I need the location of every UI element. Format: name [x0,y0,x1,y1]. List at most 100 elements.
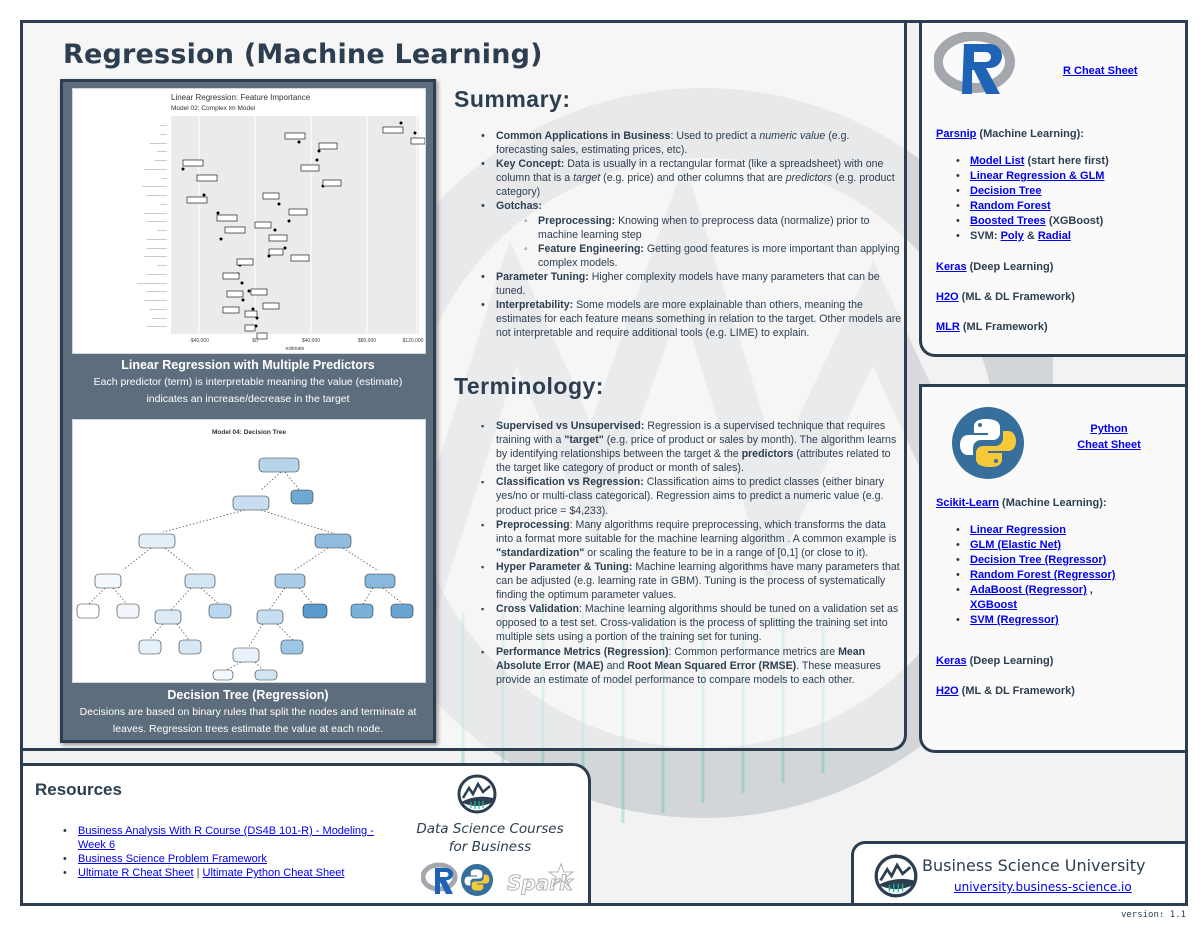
terminology-item: Performance Metrics (Regression): Common… [478,645,903,687]
terminology-item: Cross Validation: Machine learning algor… [478,602,903,644]
svm-radial-link[interactable]: Radial [1037,230,1071,242]
svg-text:Spark: Spark [507,871,574,895]
r-cheat-sheet-link[interactable]: R Cheat Sheet [1063,65,1138,77]
h2o-link-python[interactable]: H2O [936,685,959,697]
ultimate-r-cheat-sheet-link[interactable]: Ultimate R Cheat Sheet [78,867,194,879]
summary-item: Key Concept: Data is usually in a rectan… [478,157,903,199]
terminology-item: Supervised vs Unsupervised: Regression i… [478,419,903,475]
decision-tree-chart: Model 04: Decision Tree [72,419,426,683]
parsnip-item: Boosted Trees (XGBoost) [956,214,1109,229]
linear-regression-glm-link[interactable]: Linear Regression & GLM [970,170,1105,182]
summary-item: Parameter Tuning: Higher complexity mode… [478,270,903,298]
tree-title: Model 04: Decision Tree [212,429,286,436]
decision-tree-regressor-link[interactable]: Decision Tree (Regressor) [970,554,1107,566]
page-title: Regression (Machine Learning) [63,39,543,70]
keras-line: Keras (Deep Learning) [936,655,1054,667]
boosted-trees-link[interactable]: Boosted Trees [970,215,1046,227]
svg-text:____: ____ [156,147,168,152]
mlr-link[interactable]: MLR [936,321,960,333]
parsnip-item: Linear Regression & GLM [956,169,1109,184]
ds4b-101-course-link[interactable]: Business Analysis With R Course (DS4B 10… [78,825,374,851]
sklearn-item: GLM (Elastic Net) [956,538,1185,553]
parsnip-item: Model List (start here first) [956,154,1109,169]
r-small-logo-icon [421,862,458,894]
svg-text:________: ________ [146,287,168,292]
data-science-courses-tagline: Data Science Courses for Business [416,821,564,855]
svg-text:____: ____ [156,226,168,231]
model-list-link[interactable]: Model List [970,155,1025,167]
figure-column: Linear Regression: Feature Importance Mo… [60,79,436,743]
svg-text:______: ______ [151,314,168,319]
sklearn-item: Decision Tree (Regressor) [956,553,1185,568]
summary-heading: Summary: [454,86,571,112]
glm-elastic-net-link[interactable]: GLM (Elastic Net) [970,539,1062,551]
linear-regression-feature-importance-chart: Linear Regression: Feature Importance Mo… [72,88,426,354]
cheat-sheet-frame: Regression (Machine Learning) Linear Reg… [20,20,1188,906]
gotcha-item: Feature Engineering: Getting good featur… [522,242,903,270]
summary-item-gotchas: Gotchas: Preprocessing: Knowing when to … [478,199,903,269]
terminology-item: Classification vs Regression: Classifica… [478,475,903,517]
bsu-url-link[interactable]: university.business-science.io [954,880,1132,894]
sklearn-line: Scikit-Learn (Machine Learning): [936,497,1107,509]
keras-link-r[interactable]: Keras [936,261,967,273]
svm-regressor-link[interactable]: SVM (Regressor) [970,614,1059,626]
parsnip-item: Decision Tree [956,184,1109,199]
svg-text:_________: _________ [143,165,167,170]
summary-list: Common Applications in Business: Used to… [478,129,903,340]
svg-text:$0: $0 [252,338,258,344]
svm-poly-link[interactable]: Poly [1000,230,1024,242]
r-resources-panel: R Cheat Sheet Parsnip (Machine Learning)… [919,23,1185,357]
svg-text:_______: _______ [148,305,167,310]
svg-text:_________: _________ [143,252,167,257]
python-small-logo-icon [461,864,493,896]
scikit-learn-link[interactable]: Scikit-Learn [936,497,999,509]
gotcha-item: Preprocessing: Knowing when to preproces… [522,214,903,242]
resources-panel: Resources Business Analysis With R Cours… [23,763,591,903]
mlr-line: MLR (ML Framework) [936,321,1048,333]
parsnip-item: Random Forest [956,199,1109,214]
svg-text:-$40,000: -$40,000 [189,338,209,344]
h2o-line: H2O (ML & DL Framework) [936,685,1075,697]
parsnip-line: Parsnip (Machine Learning): [936,128,1084,140]
random-forest-regressor-link[interactable]: Random Forest (Regressor) [970,569,1116,581]
python-cheat-sheet-link[interactable]: Python Cheat Sheet [1077,423,1141,451]
xgboost-link[interactable]: XGBoost [970,599,1018,611]
ultimate-python-cheat-sheet-link[interactable]: Ultimate Python Cheat Sheet [202,867,345,879]
parsnip-link[interactable]: Parsnip [936,128,977,140]
main-content-panel: Regression (Machine Learning) Linear Reg… [23,23,907,751]
chart-title: Linear Regression: Feature Importance [171,93,311,102]
linear-regression-caption-title: Linear Regression with Multiple Predicto… [121,358,375,372]
problem-framework-link[interactable]: Business Science Problem Framework [78,853,267,865]
svg-text:________: ________ [146,191,168,196]
r-logo-icon [934,32,1015,94]
random-forest-link[interactable]: Random Forest [970,200,1051,212]
parsnip-model-list: Model List (start here first) Linear Reg… [956,154,1109,244]
python-resources-panel: Python Cheat Sheet Scikit-Learn (Machine… [919,384,1185,753]
svg-text:________: ________ [146,322,168,327]
svg-text:_________: _________ [143,296,167,301]
adaboost-regressor-link[interactable]: AdaBoost (Regressor) [970,584,1087,596]
svg-text:__: __ [161,174,168,179]
parsnip-item-svm: SVM: Poly & Radial [956,229,1109,244]
linear-regression-link[interactable]: Linear Regression [970,524,1066,536]
keras-link-python[interactable]: Keras [936,655,967,667]
svg-text:________: ________ [146,270,168,275]
sklearn-model-list: Linear Regression GLM (Elastic Net) Deci… [956,523,1185,628]
svg-text:___: ___ [158,130,167,135]
keras-line: Keras (Deep Learning) [936,261,1054,273]
h2o-line: H2O (ML & DL Framework) [936,291,1075,303]
svg-text:$120,000: $120,000 [403,338,424,344]
svg-text:________: ________ [146,244,168,249]
h2o-link-r[interactable]: H2O [936,291,959,303]
linear-regression-caption-text: Each predictor (term) is interpretable m… [93,376,403,405]
business-science-university-panel: Business Science University university.b… [851,841,1185,903]
resource-item: Business Science Problem Framework [63,852,393,866]
business-science-logo-icon [457,774,497,814]
sklearn-item: Random Forest (Regressor) [956,568,1185,583]
summary-item: Common Applications in Business: Used to… [478,129,903,157]
svg-text:____: ____ [156,261,168,266]
decision-tree-link[interactable]: Decision Tree [970,185,1042,197]
sklearn-item: SVM (Regressor) [956,613,1185,628]
spark-logo-icon: Spark [507,862,575,896]
svg-text:____________: ____________ [136,279,168,284]
